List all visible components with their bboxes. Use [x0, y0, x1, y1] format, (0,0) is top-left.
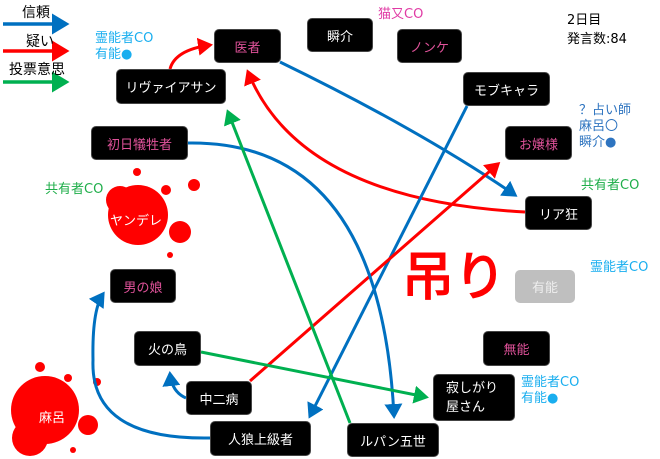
day-label: 2日目発言数:84 [567, 11, 627, 49]
riakyo-co-label: 共有者CO [581, 178, 640, 193]
arrow-riakyo-doubts-isha [244, 69, 526, 214]
arrow-jinrou-trusts-otokonoko [88, 291, 211, 440]
arrow-chuunibyou-trusts-hinotori [162, 371, 187, 400]
node-jinrou[interactable]: 人狼上級者 [210, 421, 311, 456]
samishigari-co-label: 霊能者CO 有能● [521, 375, 580, 406]
node-samishigari[interactable]: 寂しがり 屋さん [433, 374, 515, 421]
leviathan-co-label: 霊能者CO 有能● [95, 31, 154, 62]
node-shonichi[interactable]: 初日犠牲者 [91, 126, 188, 160]
legend-doubt-label: 疑い [26, 34, 54, 50]
node-riakyo[interactable]: リア狂 [525, 196, 592, 230]
legend-vote-label: 投票意思 [9, 62, 65, 78]
node-shunsuke[interactable]: 瞬介 [307, 18, 373, 52]
yuunou-co-label: 霊能者CO [590, 260, 649, 275]
node-ojousama[interactable]: お嬢様 [505, 126, 572, 160]
node-yandere[interactable]: ヤンデレ [109, 213, 162, 229]
node-yuunou[interactable]: 有能 [515, 270, 575, 303]
nonke-co-label: 猫又CO [378, 7, 424, 22]
node-isha[interactable]: 医者 [214, 29, 281, 63]
remarks-count: 発言数:84 [567, 32, 627, 47]
node-maro[interactable]: 麻呂 [39, 410, 66, 426]
node-hinotori[interactable]: 火の鳥 [134, 331, 201, 366]
blood-splatter-yandere [106, 168, 200, 258]
node-lupin[interactable]: ルパン五世 [347, 423, 439, 457]
arrow-chuunibyou-doubts-ojousama [249, 162, 501, 383]
ojou-co-label: ？占い師 麻呂〇 瞬介● [579, 103, 632, 150]
node-chuunibyou[interactable]: 中二病 [186, 381, 252, 415]
blood-splatter-maro [11, 362, 101, 456]
node-nonke[interactable]: ノンケ [397, 29, 462, 63]
hanged-mark: 吊り [402, 248, 507, 308]
arrow-lupin-votes-leviathan [224, 109, 352, 424]
yandere-co-label: 共有者CO [45, 182, 104, 197]
arrow-hinotori-votes-samishigari [200, 350, 429, 404]
node-munou[interactable]: 無能 [483, 331, 550, 366]
legend-trust-label: 信頼 [22, 5, 50, 21]
node-otokonoko[interactable]: 男の娘 [110, 269, 176, 303]
node-leviathan[interactable]: リヴァイアサン [116, 69, 226, 104]
arrow-leviathan-doubts-isha [168, 37, 213, 70]
arrow-shonichi-trusts-lupin [187, 141, 403, 419]
day-text: 2日目 [567, 13, 602, 28]
node-mobchara[interactable]: モブキャラ [463, 72, 550, 106]
